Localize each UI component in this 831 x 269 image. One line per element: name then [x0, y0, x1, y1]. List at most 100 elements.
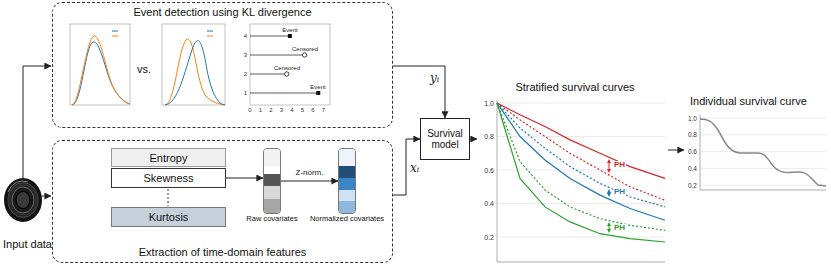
edge-label: yᵢ [429, 72, 440, 85]
stratified-chart [497, 103, 665, 178]
axis-tick: 3 [244, 52, 247, 59]
feature-box: Kurtosis [111, 207, 226, 227]
curves-to-individual-arrow [668, 150, 684, 151]
axis-tick: 0 [248, 107, 251, 114]
connector [393, 139, 420, 195]
stratified-chart [497, 100, 498, 262]
axis-tick: 0.4 [688, 165, 697, 172]
stratified-chart [497, 136, 665, 137]
density-plot [162, 24, 225, 105]
vector-cell [264, 174, 280, 186]
individual-chart [700, 115, 701, 190]
group-box: Event detection using KL divergence [52, 2, 393, 128]
stratified-chart [497, 262, 665, 263]
stratified-chart [607, 193, 611, 197]
vector-cell [339, 190, 355, 202]
density-plot [70, 24, 130, 105]
event-plot [250, 93, 318, 94]
stratified-chart [497, 103, 665, 220]
ph-label: PH [613, 188, 626, 197]
vector-cell [264, 149, 280, 166]
axis-tick: 2 [244, 71, 247, 78]
density-plot [112, 31, 118, 32]
input-label: Input data [3, 238, 52, 250]
axis-tick: 0.2 [484, 234, 494, 242]
bearing-image [16, 192, 30, 209]
axis-tick: 4 [244, 33, 247, 40]
axis-tick: 1 [259, 107, 262, 114]
model-box: Survival model [420, 118, 470, 160]
stratified-chart [497, 203, 665, 204]
stratified-chart [497, 103, 665, 242]
edge-label: Z-norm. [295, 169, 325, 178]
density-plot [70, 24, 130, 105]
event-plot [288, 34, 292, 38]
stratified-chart [497, 237, 665, 238]
event-tag: Censored [274, 65, 300, 72]
curves-to-individual-arrow [668, 150, 684, 151]
feature-name: Skewness [143, 172, 193, 184]
vector-label: Normalized covariates [310, 215, 384, 223]
axis-tick: 2 [269, 107, 272, 114]
stratified-chart [497, 103, 665, 200]
axis-tick: 1 [244, 90, 247, 97]
individual-chart [700, 134, 826, 135]
input-arrow [23, 66, 51, 178]
bearing-image [4, 178, 42, 222]
event-plot [250, 36, 290, 37]
density-plot [207, 31, 213, 32]
feature-continuation [168, 189, 169, 206]
individual-chart [700, 115, 826, 190]
density-plot [112, 36, 118, 37]
event-plot [285, 72, 289, 76]
axis-tick: 0.6 [688, 148, 697, 155]
vector-cell [339, 166, 355, 178]
connector [281, 181, 338, 182]
vector-cell [264, 166, 280, 174]
event-tag: Event [310, 84, 325, 91]
individual-chart [700, 185, 826, 186]
individual-chart [700, 190, 826, 191]
vector-cells [264, 149, 280, 213]
feature-box: Skewness [111, 168, 226, 188]
model-name: Survival model [423, 128, 467, 151]
axis-tick: 0.8 [484, 133, 494, 141]
stratified-chart [497, 103, 665, 104]
event-plot [250, 24, 330, 105]
event-plot [302, 53, 306, 57]
event-tag: Event [282, 27, 297, 34]
feature-name: Kurtosis [149, 211, 189, 223]
stratified-chart [607, 169, 611, 173]
feature-box: Entropy [111, 148, 226, 167]
event-plot [316, 91, 320, 95]
event-plot [250, 74, 285, 75]
axis-tick: 5 [301, 107, 304, 114]
density-plot [72, 42, 130, 105]
vector-cell [339, 178, 355, 190]
feature-continuation [168, 189, 169, 206]
vector-cells [339, 149, 355, 213]
event-tag: Censored [292, 46, 318, 53]
connector [226, 178, 263, 179]
stratified-chart [497, 100, 665, 262]
individual-chart [700, 151, 826, 152]
stratified-chart [607, 159, 611, 163]
model-to-curves-arrow [469, 139, 477, 140]
bearing-image [12, 187, 34, 213]
bearing-image [4, 178, 42, 222]
axis-tick: 0.2 [688, 182, 697, 189]
stratified-chart [497, 103, 665, 207]
covariate-vector: Normalized covariates [338, 148, 356, 214]
individual-chart [700, 118, 826, 119]
chart-title: Stratified survival curves [515, 81, 634, 93]
density-plot [72, 36, 130, 105]
comparison-label: vs. [137, 63, 151, 75]
axis-tick: 0.4 [484, 200, 494, 208]
vector-cell [264, 186, 280, 200]
vector-cell [264, 199, 280, 213]
individual-chart [700, 119, 826, 186]
edge-label: xᵢ [409, 162, 420, 175]
